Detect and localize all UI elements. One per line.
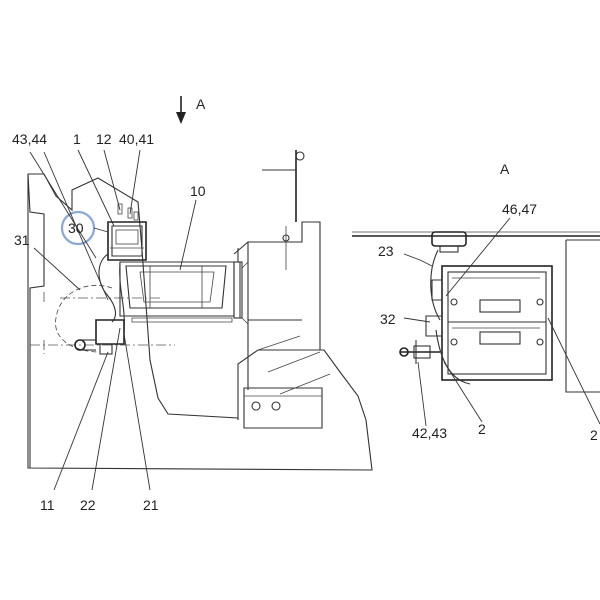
callout-46-47: 46,47: [502, 201, 537, 217]
callout-1: 1: [73, 131, 81, 147]
support-structure: [233, 221, 323, 429]
upper-rod: [262, 150, 305, 270]
callout-2: 2: [478, 421, 486, 437]
callout-2b: 2: [590, 427, 598, 443]
callout-11: 11: [40, 497, 55, 513]
detail-view-a: A: [352, 161, 600, 443]
battery-box: [441, 265, 553, 381]
callout-32: 32: [380, 311, 396, 327]
callout-22: 22: [80, 497, 96, 513]
callout-43-44: 43,44: [12, 131, 47, 147]
drain-valve: [74, 319, 125, 355]
hatch-region: [257, 335, 331, 395]
callout-42-43: 42,43: [412, 425, 447, 441]
view-arrow: A: [176, 96, 206, 124]
callout-23: 23: [378, 243, 394, 259]
callout-30: 30: [68, 220, 84, 236]
callout-12: 12: [96, 131, 112, 147]
callout-40-41: 40,41: [119, 131, 154, 147]
view-title: A: [500, 161, 510, 177]
main-view: A: [12, 96, 373, 513]
tank-body: [119, 261, 235, 323]
frame-outline: [27, 173, 373, 471]
drain-valve-a: [399, 340, 440, 364]
callout-10: 10: [190, 183, 206, 199]
view-arrow-label: A: [196, 96, 206, 112]
callout-31: 31: [14, 232, 30, 248]
filler-cap: [431, 231, 467, 253]
callout-21: 21: [143, 497, 159, 513]
mounting-bracket: [107, 203, 147, 261]
